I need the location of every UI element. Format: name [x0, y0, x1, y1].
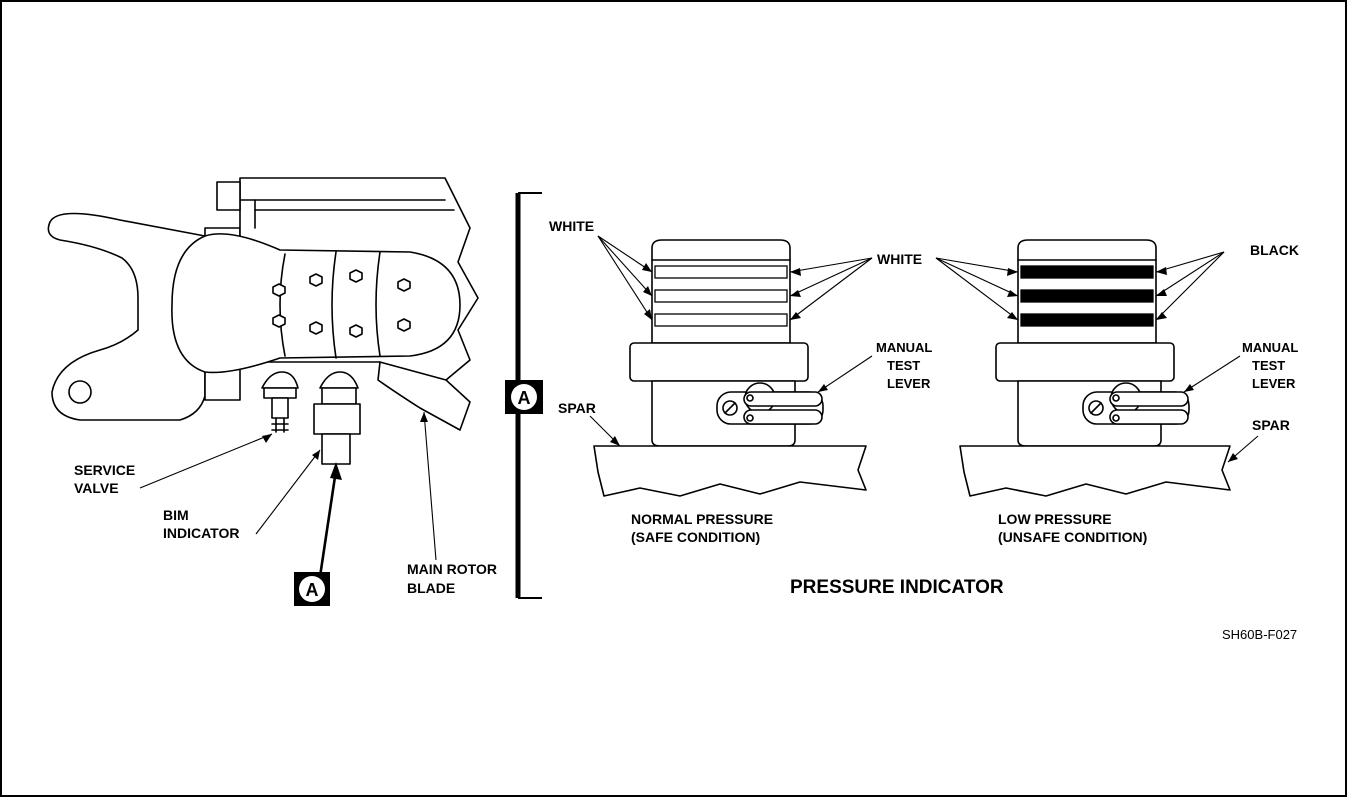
detail-bracket: A: [505, 192, 543, 599]
service-valve: [261, 371, 299, 433]
main-rotor-blade-label: BLADE: [407, 580, 455, 596]
fork-bolt-hole: [68, 380, 92, 404]
blade-cuff-assembly: [47, 177, 479, 465]
black-bands-low: [1020, 265, 1154, 327]
service-valve-label: VALVE: [74, 480, 119, 496]
service-valve-label: SERVICE: [74, 462, 135, 478]
normal-pressure-indicator: [629, 239, 824, 447]
indicator-leaders: [589, 235, 1259, 463]
manual-test-lever-label-left: LEVER: [887, 376, 931, 391]
main-rotor-blade-label: MAIN ROTOR: [407, 561, 497, 577]
bim-indicator: [313, 371, 361, 465]
low-pressure-label: (UNSAFE CONDITION): [998, 529, 1147, 545]
top-knob: [216, 181, 241, 211]
normal-pressure-label: (SAFE CONDITION): [631, 529, 760, 545]
left-leaders: [139, 411, 437, 592]
detail-callout-a: A: [294, 572, 330, 606]
white-label-left: WHITE: [549, 218, 594, 234]
spar-right: [959, 445, 1231, 497]
manual-test-lever-label-right: TEST: [1252, 358, 1285, 373]
pressure-indicator-title: PRESSURE INDICATOR: [790, 577, 1004, 598]
manual-test-lever-label-left: TEST: [887, 358, 920, 373]
hex-bolts: [272, 269, 411, 338]
rotor-blade-root: [377, 361, 471, 431]
svg-text:A: A: [518, 388, 531, 408]
manual-test-lever-label-left: MANUAL: [876, 340, 932, 355]
white-label-center: WHITE: [877, 251, 922, 267]
svg-text:A: A: [306, 580, 319, 600]
spar-label-left: SPAR: [558, 400, 596, 416]
spar-left: [593, 445, 867, 497]
manual-test-lever-label-right: MANUAL: [1242, 340, 1298, 355]
figure-code: SH60B-F027: [1222, 627, 1297, 642]
low-pressure-label: LOW PRESSURE: [998, 511, 1112, 527]
white-bands-normal: [654, 265, 788, 327]
black-label: BLACK: [1250, 242, 1299, 258]
normal-pressure-label: NORMAL PRESSURE: [631, 511, 773, 527]
spar-label-right: SPAR: [1252, 417, 1290, 433]
manual-test-lever-label-right: LEVER: [1252, 376, 1296, 391]
cuff-fork: [47, 212, 206, 421]
bim-indicator-label: BIM: [163, 507, 189, 523]
bolt-plate: [171, 233, 461, 374]
bim-indicator-label: INDICATOR: [163, 525, 239, 541]
low-pressure-indicator: [995, 239, 1190, 447]
